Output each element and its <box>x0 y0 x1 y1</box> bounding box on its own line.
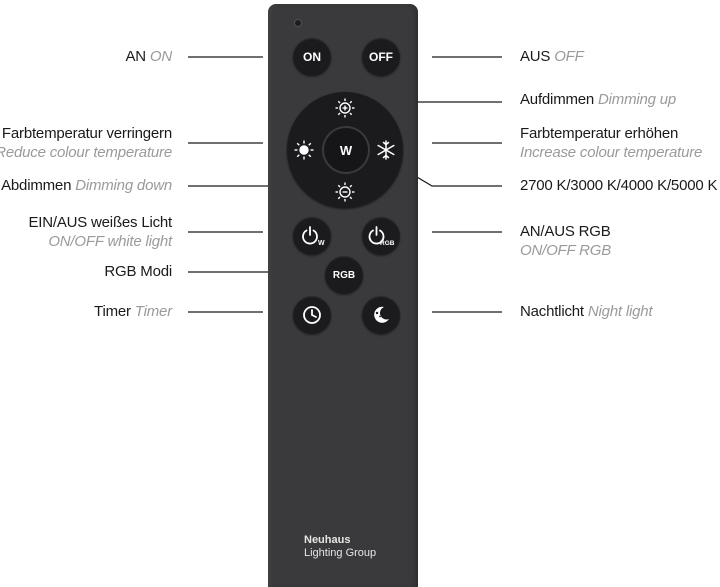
label-night-en: Night light <box>587 303 653 320</box>
label-temp-up-en: Increase colour temperature <box>520 144 703 161</box>
label-white-onoff: EIN/AUS weißes Licht ON/OFF white light <box>28 213 172 251</box>
white-onoff-sub-label: W <box>318 240 325 247</box>
label-temp-down-en: Reduce colour temperature <box>0 144 172 161</box>
label-rgb-modes: RGB Modi <box>104 262 172 281</box>
rgb-modes-button-label: RGB <box>332 269 356 281</box>
label-rgb-onoff-de: AN/AUS RGB <box>520 223 611 240</box>
off-button-label: OFF <box>369 50 393 64</box>
rgb-modes-button[interactable]: RGB <box>325 256 363 294</box>
brand-line1: Neuhaus <box>304 534 351 546</box>
power-icon: W <box>302 226 325 247</box>
label-timer-en: Timer <box>134 303 172 320</box>
label-rgb-onoff: AN/AUS RGB ON/OFF RGB <box>520 222 611 260</box>
rgb-onoff-button[interactable]: RGB <box>362 217 400 255</box>
white-light-onoff-button[interactable]: W <box>293 217 331 255</box>
label-dim-down: Abdimmen Dimming down <box>1 176 172 195</box>
power-rgb-icon: RGB <box>368 226 395 247</box>
label-temp-up: Farbtemperatur erhöhen Increase colour t… <box>520 124 702 162</box>
label-dim-up: Aufdimmen Dimming up <box>520 90 676 109</box>
label-temp-down-de: Farbtemperatur verringern <box>1 125 172 142</box>
label-rgb-modes-de: RGB Modi <box>104 263 172 280</box>
on-button[interactable]: ON <box>293 38 331 76</box>
label-night-de: Nachtlicht <box>520 303 584 320</box>
label-temp-down: Farbtemperatur verringern Reduce colour … <box>0 124 172 162</box>
label-white-onoff-en: ON/OFF white light <box>48 233 172 250</box>
w-button[interactable]: W <box>324 128 368 172</box>
label-white-onoff-de: EIN/AUS weißes Licht <box>28 214 172 231</box>
moon-stars-icon <box>374 306 389 323</box>
rgb-onoff-sub-label: RGB <box>380 240 395 247</box>
label-dim-down-en: Dimming down <box>75 177 172 194</box>
snowflake-icon[interactable] <box>375 139 397 161</box>
label-dim-up-en: Dimming up <box>598 91 677 108</box>
label-dim-down-de: Abdimmen <box>1 177 72 194</box>
label-timer-de: Timer <box>94 303 131 320</box>
clock-icon <box>303 306 321 324</box>
label-temp-up-de: Farbtemperatur erhöhen <box>520 125 679 142</box>
on-button-label: ON <box>303 50 321 64</box>
label-off-en: OFF <box>554 48 584 65</box>
timer-button[interactable] <box>293 296 331 334</box>
label-on-de: AN <box>125 48 146 65</box>
label-kelvin: 2700 K/3000 K/4000 K/5000 K <box>520 176 717 195</box>
indicator-led <box>294 19 302 27</box>
dim-up-icon[interactable] <box>334 97 356 119</box>
w-button-label: W <box>339 142 353 158</box>
brand-line2: Lighting Group <box>304 547 377 559</box>
label-kelvin-de: 2700 K/3000 K/4000 K/5000 K <box>520 177 718 194</box>
control-ring: W <box>287 92 403 208</box>
label-on-en: ON <box>149 48 172 65</box>
label-night: Nachtlicht Night light <box>520 302 653 321</box>
remote-control: ON OFF <box>268 4 418 587</box>
brand-logo: Neuhaus Lighting Group <box>304 534 376 560</box>
label-on: AN ON <box>125 47 172 66</box>
off-button[interactable]: OFF <box>362 38 400 76</box>
sun-icon[interactable] <box>293 139 315 161</box>
dim-down-icon[interactable] <box>334 181 356 203</box>
night-light-button[interactable] <box>362 296 400 334</box>
label-timer: Timer Timer <box>94 302 172 321</box>
label-dim-up-de: Aufdimmen <box>520 91 595 108</box>
label-off-de: AUS <box>520 48 551 65</box>
label-off: AUS OFF <box>520 47 584 66</box>
label-rgb-onoff-en: ON/OFF RGB <box>520 242 612 259</box>
